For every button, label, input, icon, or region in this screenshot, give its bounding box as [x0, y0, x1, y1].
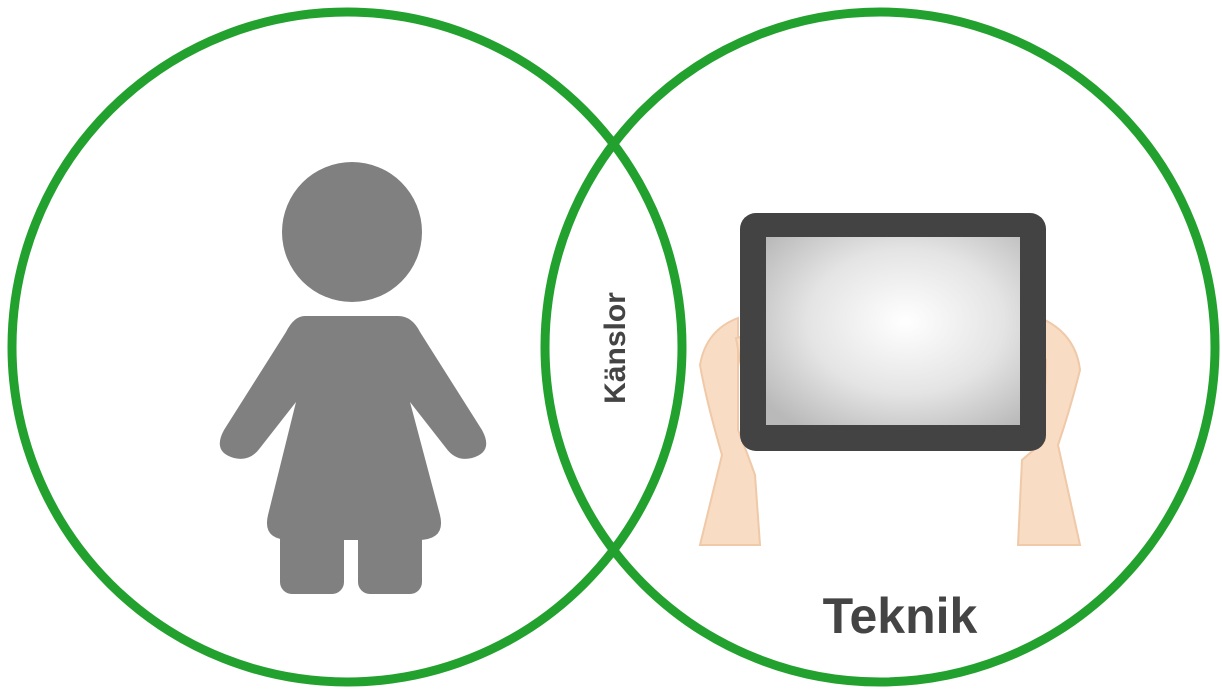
tablet-screen	[766, 237, 1020, 425]
overlap-label: Känslor	[599, 292, 632, 404]
right-circle	[540, 7, 1220, 687]
right-label: Teknik	[823, 588, 978, 644]
left-circle	[7, 7, 687, 687]
tablet-in-hands-icon	[698, 213, 1082, 546]
left-hand	[698, 316, 762, 546]
right-hand	[1016, 318, 1082, 546]
person-icon	[219, 162, 487, 594]
